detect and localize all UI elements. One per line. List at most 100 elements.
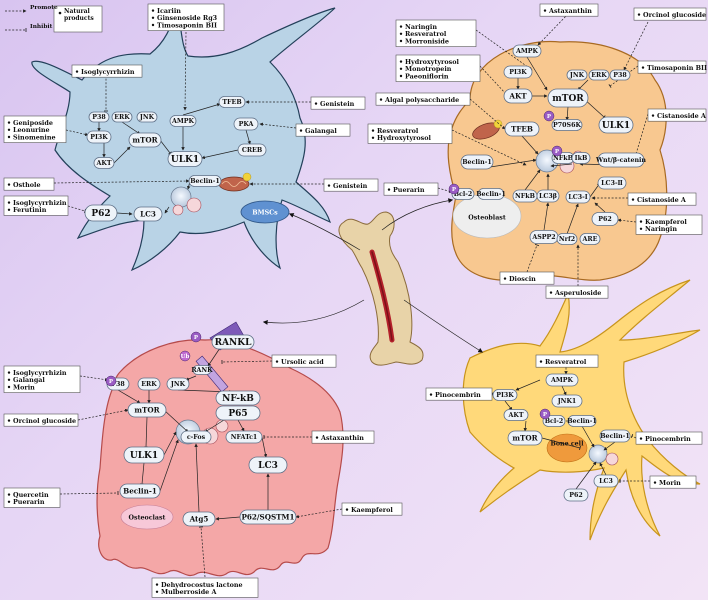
node-label: NFkB: [515, 193, 535, 200]
pathway-connector: [113, 146, 131, 164]
drug-leader-line: [537, 13, 569, 46]
node-label: AKT: [508, 92, 527, 101]
node-label: PI3K: [496, 392, 514, 399]
node-label: Bcl-2: [454, 191, 473, 198]
node-label: ULK1: [130, 451, 158, 461]
node-k-beclin: Beclin-1: [567, 415, 597, 427]
node-c-rankl: RANKL: [211, 334, 255, 350]
bone-to-bonecell-arrow: [403, 299, 484, 353]
node-label: Beclin-1: [476, 191, 506, 198]
node-c-rank: RANK: [191, 365, 213, 375]
node-label: IkB: [575, 155, 588, 162]
node-label: ULK1: [171, 155, 199, 165]
legend-inhibit: Inhibit: [30, 24, 53, 30]
natural-product-box-geni2: Genistein: [323, 178, 379, 192]
node-label: Nrf2: [559, 236, 575, 243]
bmsc-label: BMSCs: [252, 210, 278, 217]
drug-leader-line: [67, 205, 86, 214]
node-label: LC3β: [539, 193, 557, 200]
node-o-mtor: mTOR: [547, 88, 589, 108]
node-k-pi3k: PI3K: [492, 389, 518, 401]
pathway-connector: [164, 206, 170, 214]
node-label: Beclin-1: [462, 159, 492, 166]
natural-product-name: Resveratrol: [377, 127, 419, 135]
node-label: PI3K: [509, 69, 527, 76]
drug-leader-line: [259, 122, 297, 129]
pathway-connector: [565, 106, 569, 121]
natural-product-name: Hydroxytyrosol: [377, 134, 432, 142]
node-label: ERK: [141, 381, 157, 388]
natural-product-name: Timosaponin BII: [647, 64, 707, 72]
node-c-beclin: Beclin-1: [119, 483, 161, 499]
phosphate-badge: P: [105, 375, 117, 387]
pathway-connector: [599, 462, 607, 476]
natural-product-name: Orcinol glucoside: [13, 417, 76, 425]
pathway-connector: [245, 129, 251, 145]
phosphate-badge: P: [551, 145, 563, 157]
pathway-connector: [163, 409, 189, 433]
natural-product-name: Algal polysaccharide: [384, 96, 459, 104]
natural-product-name: Sinomenine: [13, 133, 56, 141]
node-label: mTOR: [134, 406, 160, 415]
natural-product-name: Quercetin: [13, 491, 49, 499]
natural-product-box-asper: Asperuloside: [545, 285, 609, 299]
node-o-p38: P38: [609, 69, 631, 81]
natural-product-name: Hydroxytyrosol: [405, 58, 460, 66]
node-c-cfos: c-Fos: [180, 430, 212, 444]
node-label: NF-kB: [222, 394, 254, 404]
natural-product-name: Orcinol glucoside: [643, 11, 706, 19]
drug-leader-line: [53, 179, 190, 184]
node-o-beclin2: Beclin-1: [476, 188, 506, 200]
node-c-p65: P65: [215, 405, 261, 421]
legend-promote: Promote: [30, 5, 58, 11]
natural-product-box-geni1: Genistein: [310, 96, 366, 110]
node-b-jnk: JNK: [136, 111, 158, 123]
node-k-mtor: mTOR: [507, 430, 543, 446]
natural-product-name: Galangal: [305, 127, 337, 135]
node-b-ulk1: ULK1: [167, 151, 203, 167]
natural-product-name: Morin: [659, 479, 681, 487]
node-label: Atg5: [189, 515, 209, 524]
node-o-p70: P70S6K: [551, 119, 583, 131]
natural-product-name: Resveratrol: [405, 30, 447, 38]
pathway-connector: [566, 203, 579, 235]
drug-leader-line: [183, 31, 187, 111]
pathway-connector: [581, 425, 595, 448]
node-label: JNK: [569, 72, 585, 79]
node-label: ERK: [591, 72, 607, 79]
drug-leader-line: [59, 490, 119, 496]
drug-leader-line: [526, 243, 540, 273]
drug-leader-line: [295, 508, 343, 519]
node-c-atg5: Atg5: [182, 511, 216, 527]
natural-product-name: Dehydrocostus lactone: [161, 581, 243, 589]
node-k-lc3: LC3: [593, 474, 619, 488]
node-b-erk: ERK: [111, 111, 133, 123]
natural-product-name: Asperuloside: [554, 289, 601, 297]
bonecell-label: Bone cell: [551, 441, 585, 448]
node-o-are: ARE: [579, 233, 601, 245]
node-label: RANK: [191, 367, 213, 374]
node-label: P62: [569, 492, 583, 499]
pathway-connector: [139, 462, 145, 485]
node-label: Beclin-1: [567, 418, 597, 425]
natural-product-name: Ferutinin: [13, 206, 47, 214]
node-o-ulk1: ULK1: [598, 116, 634, 134]
node-label: mTOR: [512, 434, 538, 443]
natural-product-name: Ginsenoside Rg3: [157, 14, 218, 22]
node-k-beclin2: Beclin-1: [599, 429, 631, 443]
pathway-connector: [163, 431, 177, 456]
bone-to-bmsc-arrow: [288, 213, 361, 251]
natural-product-name: Astaxanthin: [320, 434, 364, 442]
node-b-tfeb: TFEB: [218, 96, 246, 108]
phosphate-badge: P: [448, 183, 460, 195]
node-label: Beclin-1: [123, 487, 157, 496]
phosphate-badge: P: [543, 110, 555, 122]
node-o-pi3k: PI3K: [503, 65, 533, 79]
natural-product-box-galangal1: Galangal: [295, 123, 351, 137]
node-label: TFEB: [222, 99, 241, 106]
node-label: NFkB: [553, 155, 573, 162]
